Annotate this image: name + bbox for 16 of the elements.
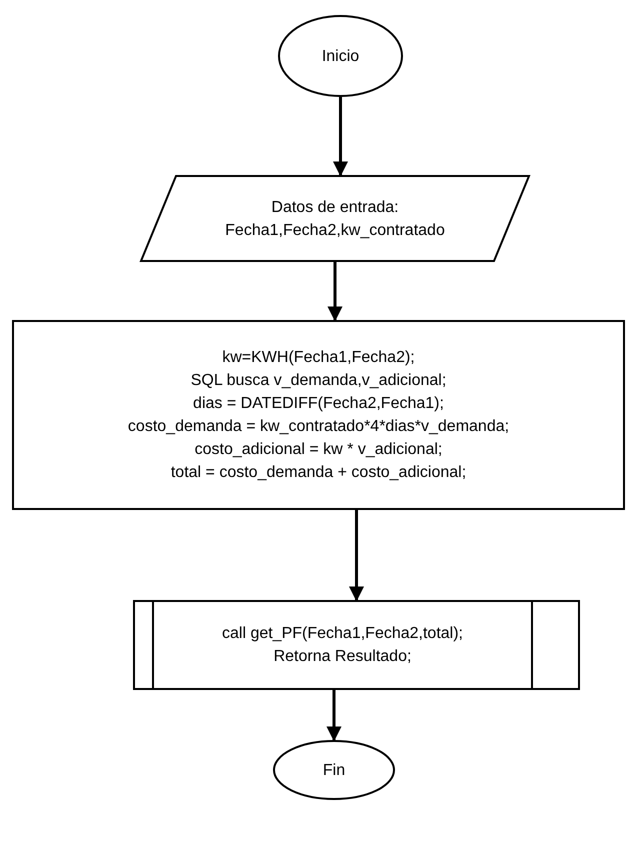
terminal-label: Inicio — [322, 46, 360, 66]
statement-text: total = costo_demanda + costo_adicional; — [170, 463, 466, 483]
node-text: call get_PF(Fecha1,Fecha2,total); — [222, 624, 463, 644]
arrow — [326, 690, 342, 742]
statement-text: kw=KWH(Fecha1,Fecha2); — [222, 348, 415, 368]
statement-text: costo_demanda = kw_contratado*4*dias*v_demanda; — [128, 417, 510, 437]
node-text: Datos de entrada: — [271, 198, 399, 218]
arrow — [328, 262, 342, 322]
arrow — [333, 97, 348, 176]
node-text: Fecha1,Fecha2,kw_contratado — [225, 220, 445, 240]
statement-text: dias = DATEDIFF(Fecha2,Fecha1); — [193, 394, 444, 414]
node-text: Retorna Resultado; — [274, 647, 412, 667]
statement-text: costo_adicional = kw * v_adicional; — [194, 440, 442, 460]
terminal-label: Fin — [322, 760, 346, 780]
arrow — [349, 510, 364, 602]
statement-text: SQL busca v_demanda,v_adicional; — [190, 371, 446, 391]
